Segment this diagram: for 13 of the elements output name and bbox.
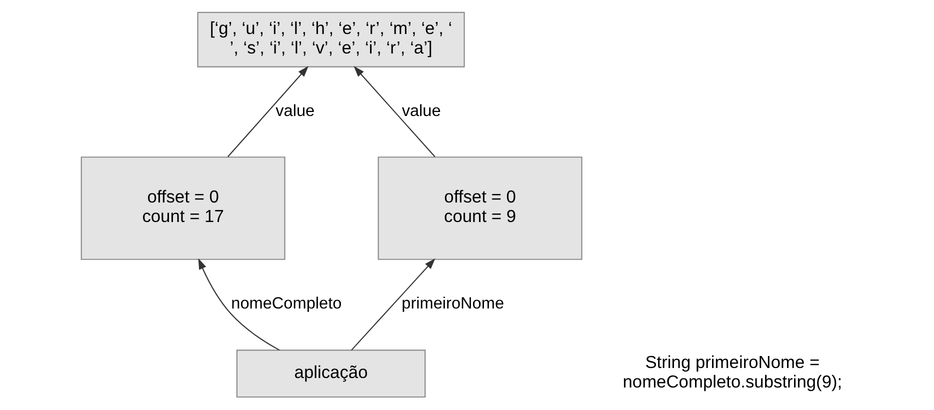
node-box: aplicação xyxy=(236,350,426,398)
arrow xyxy=(354,66,436,158)
label: String primeiroNome = nomeCompleto.substring(9); xyxy=(622,352,842,392)
edge-label: primeiroNome xyxy=(402,294,504,312)
arrow xyxy=(351,258,436,351)
edge-label: nomeCompleto xyxy=(231,294,342,312)
arrow xyxy=(227,66,308,158)
node-box: [‘g’, ‘u’, ‘i’, ‘l’, ‘h’, ‘e’, ‘r’, ‘m’, ‘e’, ‘ ’, ‘s’, ‘i’, ‘l’, ‘v’, ‘e’, ‘i’, ‘r’, ‘a’] xyxy=(197,12,465,68)
edge-label: value xyxy=(402,102,441,120)
arrow xyxy=(198,258,280,351)
node-box: offset = 0 count = 17 xyxy=(80,156,286,260)
edge-label: value xyxy=(276,102,315,120)
node-box: offset = 0 count = 9 xyxy=(378,156,582,260)
